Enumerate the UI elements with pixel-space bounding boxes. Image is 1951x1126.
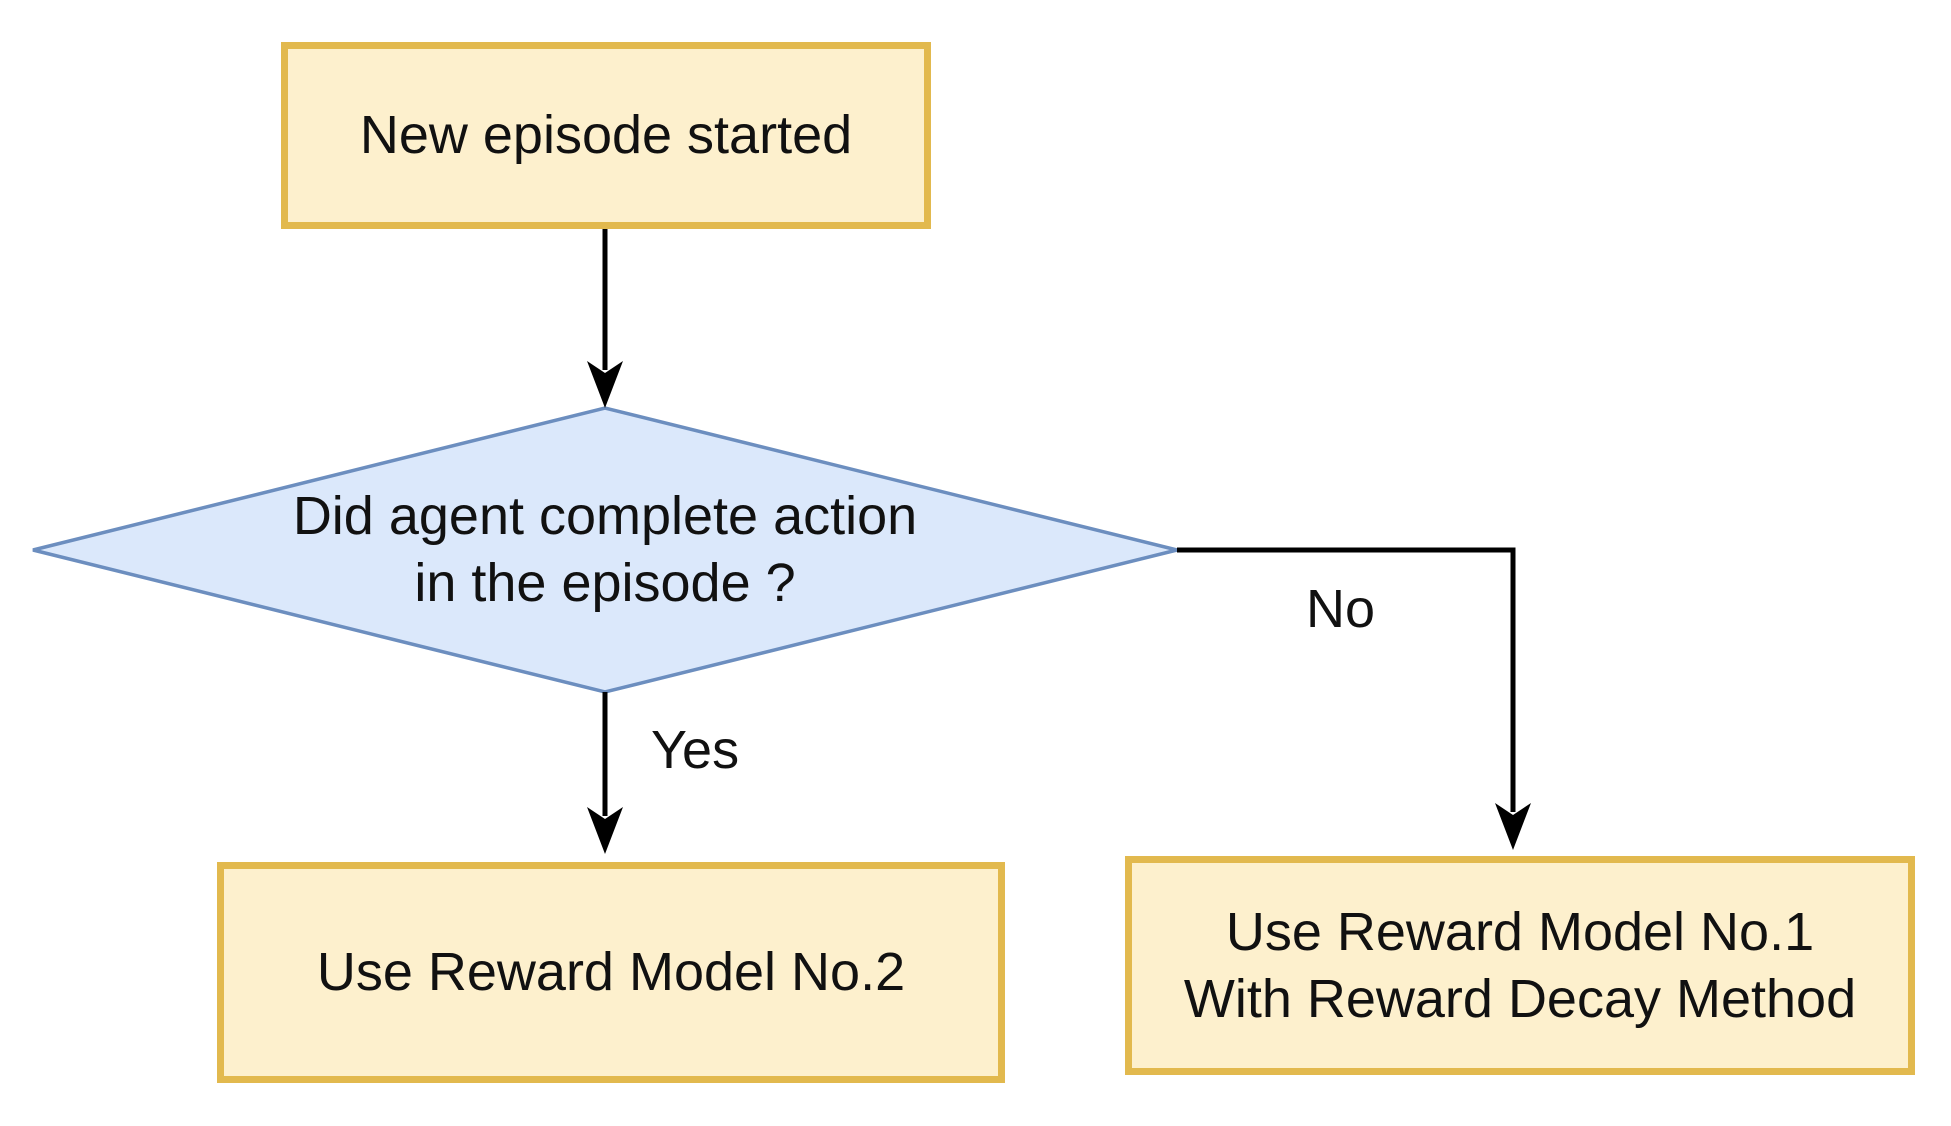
arrow-decision-to-no-outcome xyxy=(1177,547,1531,850)
arrow-decision-to-yes-outcome xyxy=(587,692,623,854)
edge-label-no: No xyxy=(1306,579,1376,639)
no-outcome-label-line1: Use Reward Model No.1 xyxy=(1225,901,1815,962)
yes-outcome-node: Use Reward Model No.2 xyxy=(217,862,1005,1083)
yes-outcome-label: Use Reward Model No.2 xyxy=(316,942,906,1002)
no-outcome-node: Use Reward Model No.1 With Reward Decay … xyxy=(1125,856,1915,1075)
start-node: New episode started xyxy=(281,42,931,229)
edge-label-yes: Yes xyxy=(651,720,740,780)
decision-node-label: Did agent complete action in the episode… xyxy=(155,483,1055,617)
start-node-label: New episode started xyxy=(359,105,853,165)
no-outcome-label-line2: With Reward Decay Method xyxy=(1183,968,1857,1029)
decision-label-line1: Did agent complete action xyxy=(292,486,918,546)
arrow-start-to-decision xyxy=(587,229,623,408)
decision-label-line2: in the episode ? xyxy=(414,553,796,613)
